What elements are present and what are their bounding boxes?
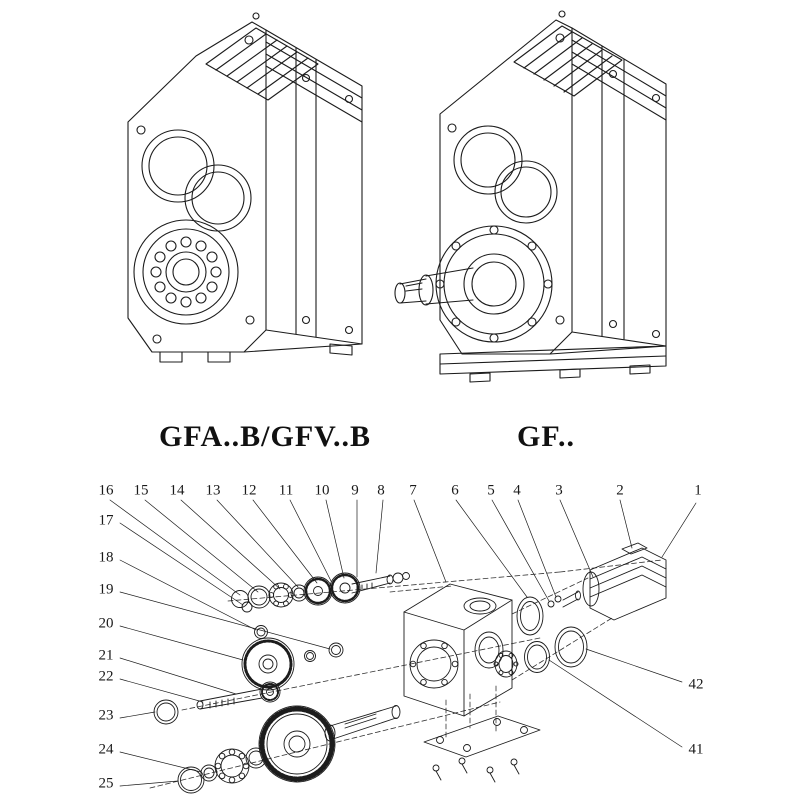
callout-18: 18 [98, 549, 114, 566]
model-label-gfab-gfvb: GFA..B/GFV..B [159, 420, 371, 453]
bearing-balls [150, 236, 222, 308]
motor-side-parts [493, 542, 667, 678]
callout-1: 1 [694, 482, 702, 499]
cover-plate-parts [423, 715, 541, 783]
callout-25: 25 [98, 775, 114, 792]
callout-24: 24 [98, 741, 114, 758]
callout-15: 15 [133, 482, 149, 499]
callout-42: 42 [688, 676, 704, 693]
callout-14: 14 [169, 482, 185, 499]
callout-21: 21 [98, 647, 114, 664]
callout-20: 20 [98, 615, 114, 632]
callout-19: 19 [98, 581, 114, 598]
callout-17: 17 [98, 512, 114, 529]
callout-9: 9 [351, 482, 359, 499]
intermediate-shaft-parts [153, 637, 344, 725]
exploded-view-drawing [109, 499, 697, 794]
callout-8: 8 [377, 482, 385, 499]
callout-16: 16 [98, 482, 114, 499]
callout-13: 13 [205, 482, 221, 499]
housing [403, 583, 513, 717]
callout-5: 5 [487, 482, 495, 499]
callout-7: 7 [409, 482, 417, 499]
callout-22: 22 [98, 668, 114, 685]
model-label-gf: GF.. [517, 420, 575, 453]
right-gearbox-drawing [394, 10, 667, 383]
output-shaft-parts [177, 705, 401, 794]
callout-12: 12 [241, 482, 257, 499]
leader-lines [109, 499, 697, 787]
callout-3: 3 [555, 482, 563, 499]
callout-11: 11 [278, 482, 294, 499]
input-shaft-parts [231, 572, 410, 639]
callout-41: 41 [688, 741, 704, 758]
flange-bolt-holes [435, 225, 553, 343]
callout-10: 10 [314, 482, 330, 499]
callout-4: 4 [513, 482, 521, 499]
callout-6: 6 [451, 482, 459, 499]
callout-2: 2 [616, 482, 624, 499]
assembly-axis-lines [149, 559, 663, 789]
left-gearbox-drawing [127, 12, 363, 363]
callout-23: 23 [98, 707, 114, 724]
